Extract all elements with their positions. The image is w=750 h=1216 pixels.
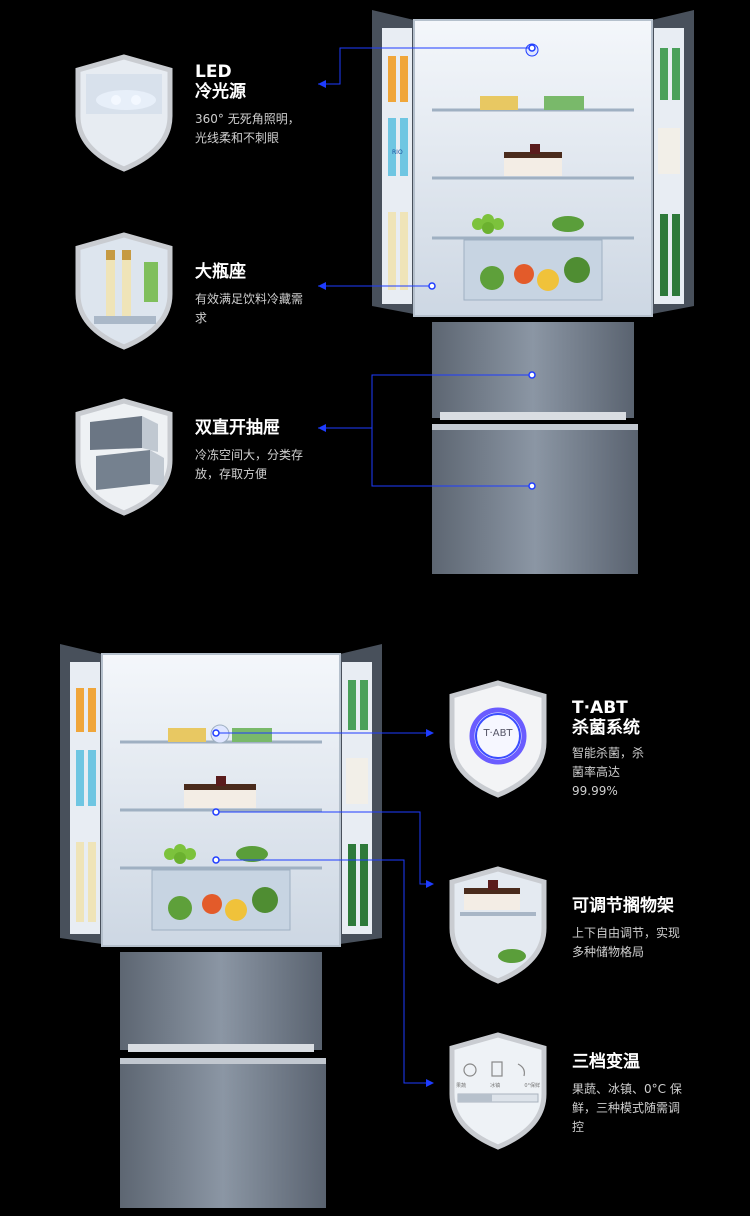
svg-text:RIO: RIO [392, 149, 403, 156]
led-light-icon [72, 54, 176, 172]
top-fridge-image: RIO [372, 8, 694, 576]
feature-title-shelf: 可调节搁物架 [572, 896, 674, 916]
feature-desc-bottle: 有效满足饮料冷藏需求 [195, 292, 304, 325]
temp-mode-labels: 果蔬 冰镇 0°保鲜 [456, 1082, 540, 1089]
temp-mode-2: 冰镇 [490, 1083, 501, 1089]
feature-title-drawer: 双直开抽屉 [195, 418, 280, 438]
feature-desc-tabt: 智能杀菌，杀菌率高达 99.99% [572, 746, 645, 798]
shelf-icon [446, 866, 550, 984]
sterilization-badge-text: T·ABT [483, 728, 513, 739]
feature-desc-led: 360° 无死角照明，光线柔和不刺眼 [195, 112, 300, 145]
feature-title-led-line2: 冷光源 [195, 82, 246, 102]
temperature-mode-icon [446, 1032, 550, 1150]
drawer-icon [72, 398, 176, 516]
feature-title-tabt: T·ABT [572, 698, 628, 718]
feature-title-bottle: 大瓶座 [195, 262, 246, 282]
feature-title-tabt-line2: 杀菌系统 [572, 718, 640, 738]
feature-title-led: LED [195, 62, 232, 82]
feature-desc-drawer: 冷冻空间大，分类存放，存取方便 [195, 448, 304, 481]
feature-desc-shelf: 上下自由调节，实现多种储物格局 [572, 926, 681, 959]
temp-mode-1: 果蔬 [456, 1083, 467, 1089]
sterilization-icon [446, 680, 550, 798]
temp-mode-3: 0°保鲜 [524, 1083, 540, 1089]
bottom-fridge-image [60, 642, 382, 1212]
feature-title-temp: 三档变温 [572, 1052, 640, 1072]
bottle-holder-icon [72, 232, 176, 350]
feature-desc-temp: 果蔬、冰镇、0°C 保鲜，三种模式随需调控 [572, 1082, 682, 1134]
